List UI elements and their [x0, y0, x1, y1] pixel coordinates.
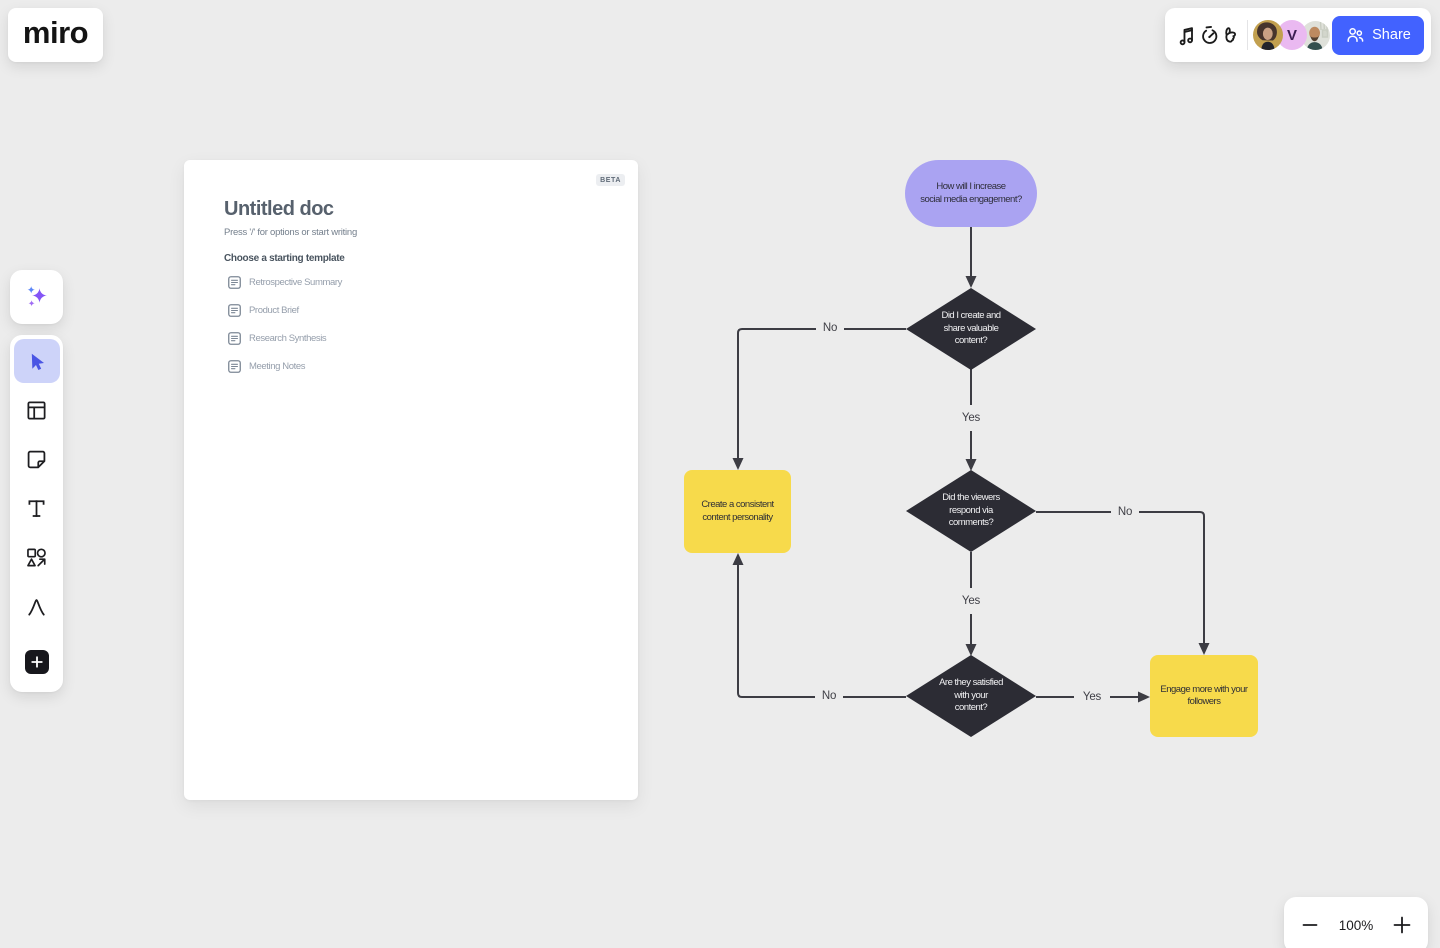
tool-select[interactable]: [13, 339, 60, 383]
minus-icon: [1302, 924, 1318, 926]
document-icon: [228, 275, 241, 289]
beta-badge: BETA: [596, 174, 625, 186]
music-note-glyph: [1179, 27, 1193, 46]
flow-node-start[interactable]: How will I increase social media engagem…: [905, 160, 1037, 227]
doc-hint[interactable]: Press '/' for options or start writing: [224, 227, 357, 238]
zoom-out-button[interactable]: [1294, 909, 1326, 941]
flow-node-decision-3[interactable]: Are they satisfied with your content?: [906, 655, 1036, 737]
timer-icon[interactable]: [1199, 20, 1220, 50]
text-icon: [28, 499, 45, 517]
tool-sticky-note[interactable]: [14, 437, 60, 481]
template-item-retrospective-summary[interactable]: Retrospective Summary: [228, 274, 342, 290]
sparkles-icon: [27, 286, 47, 307]
plus-icon: [1393, 916, 1411, 934]
timer-glyph: [1202, 26, 1218, 44]
edge-label-no-2: No: [1117, 506, 1133, 518]
tool-frames[interactable]: [14, 388, 60, 432]
doc-panel: BETA Untitled doc Press '/' for options …: [184, 160, 638, 800]
flow-node-decision-1[interactable]: Did I create and share valuable content?: [906, 288, 1036, 370]
people-icon: [1347, 27, 1364, 42]
plus-icon: [30, 656, 43, 668]
share-button[interactable]: Share: [1332, 15, 1424, 55]
avatar-photo-woman: [1253, 20, 1283, 50]
edge-label-no-3: No: [821, 690, 837, 702]
edge-label-yes-3: Yes: [1082, 691, 1102, 703]
edge-label-no-1: No: [822, 322, 838, 334]
template-item-meeting-notes[interactable]: Meeting Notes: [228, 358, 305, 374]
edge-label-yes-1: Yes: [961, 412, 981, 424]
collaborator-avatar-1[interactable]: [1253, 20, 1283, 50]
divider: [1247, 20, 1248, 50]
template-item-research-synthesis[interactable]: Research Synthesis: [228, 330, 327, 346]
collaboration-toolbar: V Share: [1165, 8, 1431, 62]
facilitation-tools: [1178, 20, 1241, 50]
edge-label-yes-2: Yes: [961, 595, 981, 607]
tool-pen[interactable]: [14, 584, 60, 628]
document-icon: [228, 359, 241, 373]
thumbs-up-icon[interactable]: [1220, 20, 1241, 50]
document-icon: [228, 303, 241, 317]
tool-add-more[interactable]: [24, 650, 49, 674]
logo-card[interactable]: miro: [8, 8, 103, 62]
flow-node-process-right[interactable]: Engage more with your followers: [1150, 655, 1258, 737]
zoom-in-button[interactable]: [1386, 909, 1418, 941]
share-button-label: Share: [1372, 27, 1411, 43]
flow-node-process-left[interactable]: Create a consistent content personality: [684, 470, 791, 553]
template-item-product-brief[interactable]: Product Brief: [228, 302, 299, 318]
avatar-initial: V: [1286, 26, 1297, 44]
tool-text[interactable]: [14, 486, 60, 530]
miro-logo: miro: [22, 15, 89, 50]
doc-title[interactable]: Untitled doc: [224, 198, 334, 220]
ai-assistant-card[interactable]: [10, 270, 63, 324]
music-note-icon[interactable]: [1178, 20, 1199, 50]
template-item-label: Retrospective Summary: [249, 276, 342, 288]
doc-templates-heading: Choose a starting template: [224, 253, 345, 264]
template-item-label: Meeting Notes: [249, 360, 306, 372]
sticky-note-icon: [27, 450, 46, 468]
flow-node-decision-2[interactable]: Did the viewers respond via comments?: [906, 470, 1036, 552]
tool-shapes[interactable]: [14, 535, 60, 579]
template-item-label: Product Brief: [249, 304, 299, 316]
shapes-icon: [27, 547, 46, 566]
pen-icon: [28, 598, 45, 616]
cursor-icon: [31, 353, 44, 370]
tools-sidebar: [10, 335, 63, 692]
thumbs-up-glyph: [1225, 27, 1237, 43]
zoom-controls: 100%: [1284, 897, 1428, 948]
document-icon: [228, 331, 241, 345]
zoom-level[interactable]: 100%: [1338, 917, 1374, 933]
frame-icon: [27, 400, 46, 420]
collaborator-avatars: V: [1253, 20, 1330, 50]
template-item-label: Research Synthesis: [249, 332, 327, 344]
